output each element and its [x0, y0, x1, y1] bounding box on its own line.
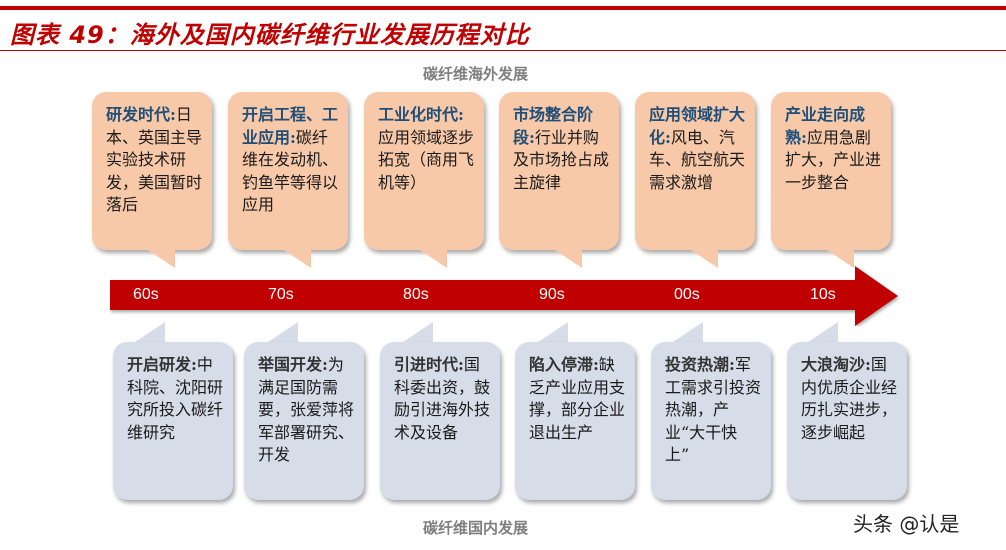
- callout-tail: [135, 322, 165, 342]
- box-heading: 引进时代:: [394, 355, 464, 374]
- box-body: 应用领域逐步拓宽（商用飞机等）: [378, 127, 475, 192]
- box-body: 中科院、沈阳研究所投入碳纤维研究: [127, 355, 224, 442]
- box-body: 行业并购及市场抢占成主旋律: [513, 127, 610, 192]
- overseas-box-00s: 应用领域扩大化:风电、汽车、航空航天需求激增: [635, 92, 755, 250]
- box-heading: 市场整合阶段:: [513, 105, 594, 147]
- figure-title: 图表 49：海外及国内碳纤维行业发展历程对比: [10, 21, 530, 49]
- box-body: 日本、英国主导实验技术研发，美国暂时落后: [106, 105, 203, 214]
- box-body: 风电、汽车、航空航天需求激增: [649, 127, 746, 192]
- box-body: 为满足国防需要，张爱萍将军部署研究、开发: [258, 355, 355, 464]
- domestic-box-70s: 举国开发:为满足国防需要，张爱萍将军部署研究、开发: [244, 342, 364, 500]
- overseas-box-60s: 研发时代:日本、英国主导实验技术研发，美国暂时落后: [92, 92, 212, 250]
- box-heading: 应用领域扩大化:: [649, 105, 746, 147]
- box-heading: 研发时代:: [106, 105, 176, 124]
- box-heading: 开启研发:: [127, 355, 197, 374]
- domestic-section-label: 碳纤维国内发展: [423, 519, 529, 537]
- box-heading: 大浪淘沙:: [801, 355, 871, 374]
- callout-tail: [417, 248, 447, 268]
- top-rule: [0, 6, 1006, 10]
- overseas-box-80s: 工业化时代: 应用领域逐步拓宽（商用飞机等）: [364, 92, 484, 250]
- timeline-arrow: [110, 266, 898, 326]
- overseas-box-10s: 产业走向成熟:应用急剧扩大，产业进一步整合: [771, 92, 891, 250]
- box-body: 缺乏产业应用支撑，部分企业退出生产: [529, 355, 626, 442]
- watermark: 头条 @认是: [853, 512, 960, 536]
- callout-tail: [145, 248, 175, 268]
- era-label-00s: 00s: [674, 286, 700, 303]
- era-label-60s: 60s: [133, 286, 159, 303]
- box-heading: 陷入停滞:: [529, 355, 599, 374]
- domestic-box-60s: 开启研发:中科院、沈阳研究所投入碳纤维研究: [113, 342, 233, 500]
- era-label-90s: 90s: [539, 286, 565, 303]
- callout-tail: [268, 322, 298, 342]
- box-heading: 工业化时代:: [378, 105, 464, 124]
- domestic-box-00s: 投资热潮:军工需求引投资热潮，产业“大干快上”: [651, 342, 771, 500]
- era-label-80s: 80s: [403, 286, 429, 303]
- callout-tail: [673, 322, 703, 342]
- callout-tail: [403, 322, 433, 342]
- box-body: 碳纤维在发动机、钓鱼竿等得以应用: [242, 127, 339, 215]
- domestic-box-10s: 大浪淘沙:国内优质企业经历扎实进步，逐步崛起: [787, 342, 907, 500]
- box-body: 国科委出资，鼓励引进海外技术及设备: [394, 355, 491, 442]
- overseas-box-70s: 开启工程、工业应用:碳纤维在发动机、钓鱼竿等得以应用: [228, 92, 348, 250]
- callout-tail: [281, 248, 311, 268]
- box-body: 国内优质企业经历扎实进步，逐步崛起: [801, 355, 898, 442]
- box-body: 应用急剧扩大，产业进一步整合: [785, 127, 882, 192]
- callout-tail: [552, 248, 582, 268]
- box-heading: 开启工程、工业应用:: [242, 105, 339, 147]
- callout-tail: [808, 322, 838, 342]
- callout-tail: [688, 248, 718, 268]
- era-label-70s: 70s: [268, 286, 294, 303]
- box-heading: 产业走向成熟:: [785, 105, 866, 147]
- domestic-box-90s: 陷入停滞:缺乏产业应用支撑，部分企业退出生产: [515, 342, 635, 500]
- box-body: 军工需求引投资热潮，产业“大干快上”: [665, 355, 762, 464]
- domestic-box-80s: 引进时代:国科委出资，鼓励引进海外技术及设备: [380, 342, 500, 500]
- box-heading: 投资热潮:: [665, 355, 735, 374]
- overseas-box-90s: 市场整合阶段:行业并购及市场抢占成主旋律: [499, 92, 619, 250]
- era-label-10s: 10s: [810, 286, 836, 303]
- box-heading: 举国开发:: [258, 355, 328, 374]
- callout-tail: [824, 248, 854, 268]
- overseas-section-label: 碳纤维海外发展: [423, 65, 529, 83]
- title-rule: [0, 50, 1006, 51]
- callout-tail: [538, 322, 568, 342]
